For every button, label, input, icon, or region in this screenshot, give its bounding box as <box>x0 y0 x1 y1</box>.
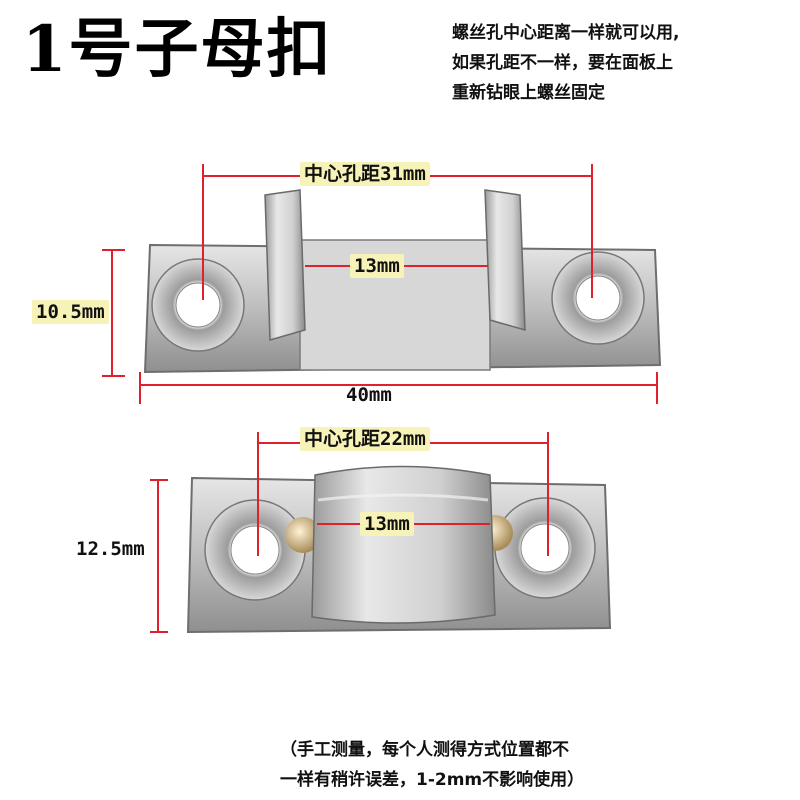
product-title: 1号子母扣 <box>22 12 333 87</box>
part1-bracket <box>143 189 662 374</box>
part1-inner-width-label: 13mm <box>350 254 404 278</box>
part1-center-distance-label: 中心孔距31mm <box>300 162 430 186</box>
part1-height-label: 10.5mm <box>32 300 109 324</box>
part2-inner-width-label: 13mm <box>360 512 414 536</box>
note-line-3: 重新钻眼上螺丝固定 <box>452 83 605 103</box>
part2-plate <box>186 465 612 634</box>
note-line-2: 如果孔距不一样，要在面板上 <box>452 53 673 73</box>
part1-length-label: 40mm <box>346 384 392 406</box>
footer-line-1: （手工测量，每个人测得方式位置都不 <box>280 740 569 760</box>
measurement-disclaimer: （手工测量，每个人测得方式位置都不 一样有稍许误差，1-2mm不影响使用） <box>280 735 790 795</box>
footer-line-2: 一样有稍许误差，1-2mm不影响使用） <box>280 770 585 790</box>
note-line-1: 螺丝孔中心距离一样就可以用, <box>452 23 680 43</box>
part2-height-label: 12.5mm <box>76 538 145 560</box>
part2-center-distance-label: 中心孔距22mm <box>300 427 430 451</box>
usage-note: 螺丝孔中心距离一样就可以用, 如果孔距不一样，要在面板上 重新钻眼上螺丝固定 <box>452 18 792 108</box>
